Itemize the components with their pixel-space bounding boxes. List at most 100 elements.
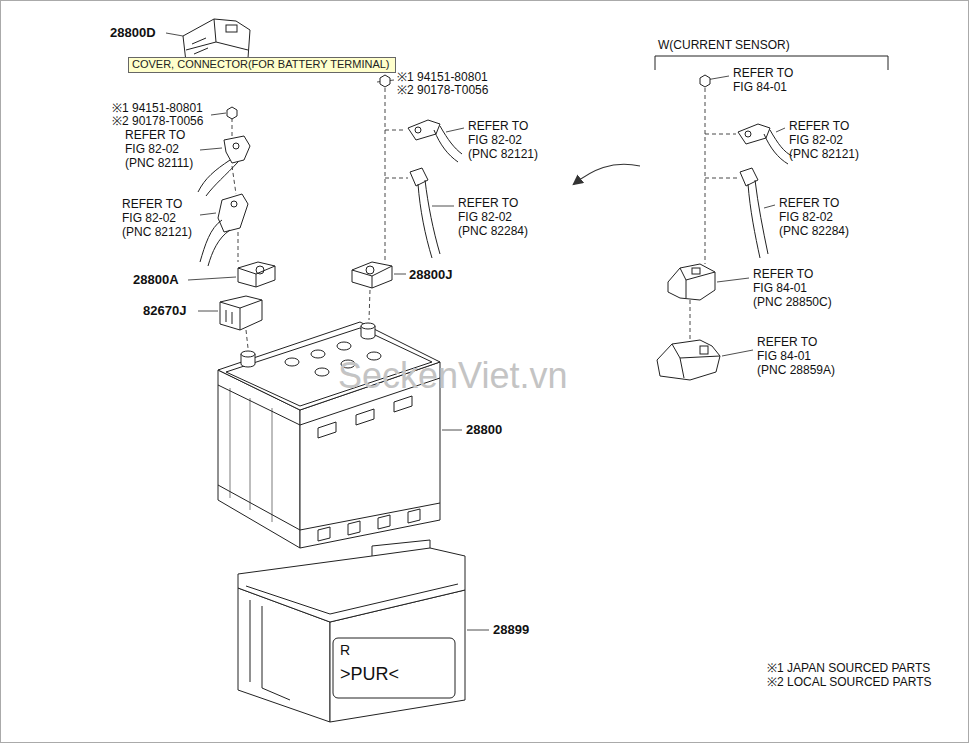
leader-line xyxy=(442,430,462,431)
cable-terminal xyxy=(233,143,239,149)
current-sensor xyxy=(680,268,715,298)
callout-text: REFER TO xyxy=(733,67,793,80)
tooltip-text: COVER, CONNECTOR(FOR BATTERY TERMINAL) xyxy=(132,58,392,70)
callout-text: (PNC 82121) xyxy=(122,226,192,239)
leader-line xyxy=(717,278,749,282)
callout-text: FIG 82-02 xyxy=(458,211,512,224)
note-text: ※1 JAPAN SOURCED PARTS xyxy=(767,662,930,675)
current-sensor xyxy=(692,268,700,274)
callout-text: (PNC 82121) xyxy=(468,148,538,161)
leader-line xyxy=(432,206,454,207)
callout-text: REFER TO xyxy=(757,336,817,349)
battery xyxy=(318,509,420,541)
battery xyxy=(318,396,412,438)
callout-text: FIG 82-02 xyxy=(789,134,843,147)
dashed-line xyxy=(232,88,738,348)
callout-text: (PNC 82111) xyxy=(125,157,193,170)
callout-text: (PNC 82284) xyxy=(458,225,528,238)
group-heading: W(CURRENT SENSOR) xyxy=(658,39,790,52)
terminal-clamp xyxy=(352,266,392,288)
callout-text: REFER TO xyxy=(753,268,813,281)
cable-terminal xyxy=(764,130,792,164)
leader-line xyxy=(722,350,753,356)
callout-text: FIG 82-02 xyxy=(122,212,176,225)
tooltip-box: COVER, CONNECTOR(FOR BATTERY TERMINAL) xyxy=(128,57,396,73)
part-number: 82670J xyxy=(143,304,186,318)
cable-terminal xyxy=(231,201,237,207)
cable-terminal xyxy=(198,120,792,266)
battery-tray xyxy=(333,638,455,698)
direction-arrow xyxy=(574,164,640,184)
callout-text: ※1 94151-80801 xyxy=(397,71,488,84)
dashed-line xyxy=(232,166,236,194)
callout-text: REFER TO xyxy=(122,198,182,211)
current-sensor xyxy=(668,264,715,300)
leader-line xyxy=(211,113,226,115)
battery xyxy=(230,388,272,522)
terminal-clamp xyxy=(352,262,392,288)
connector-cover xyxy=(192,38,208,54)
cable-terminal xyxy=(198,160,238,196)
terminal-clamp xyxy=(238,262,275,287)
dashed-line xyxy=(690,300,691,340)
terminal-clamp xyxy=(220,262,392,330)
callout-text: ※1 94151-80801 xyxy=(112,102,203,115)
cable-terminal xyxy=(434,126,462,162)
dashed-line xyxy=(246,330,248,348)
callout-text: REFER TO xyxy=(458,197,518,210)
cable-terminal xyxy=(418,180,440,258)
cable-terminal xyxy=(200,220,230,266)
battery-tray xyxy=(372,540,430,556)
battery xyxy=(241,351,255,357)
current-sensor xyxy=(657,264,720,380)
leader-line xyxy=(166,33,183,36)
callout-text: REFER TO xyxy=(779,197,839,210)
callout-text: (PNC 82284) xyxy=(779,225,849,238)
callout-text: REFER TO xyxy=(468,120,528,133)
tray-marking: >PUR< xyxy=(340,664,399,684)
cable-terminal xyxy=(224,136,250,163)
current-sensor xyxy=(700,346,708,354)
cable-terminal xyxy=(748,180,768,258)
battery xyxy=(285,358,299,366)
leader-line xyxy=(776,128,785,132)
callout-text: REFER TO xyxy=(789,120,849,133)
terminal-clamp xyxy=(220,300,262,330)
part-number: 28800A xyxy=(133,273,179,287)
dashed-line xyxy=(705,134,736,135)
nut xyxy=(380,75,390,87)
battery xyxy=(315,368,329,376)
battery xyxy=(311,350,325,358)
direction-arrow xyxy=(574,164,640,184)
nut xyxy=(227,107,237,119)
terminal-clamp xyxy=(220,296,262,330)
callout-text: FIG 82-02 xyxy=(468,134,522,147)
connector-cover xyxy=(226,25,237,32)
dashed-line xyxy=(705,178,738,179)
connector-cover xyxy=(186,19,248,50)
watermark: SeckenViet.vn xyxy=(338,356,567,396)
callout-text: (PNC 28859A) xyxy=(757,364,835,377)
dashed-line xyxy=(369,290,370,320)
callout-text: FIG 84-01 xyxy=(733,81,787,94)
leader-line xyxy=(200,148,222,150)
callout-text: ※2 90178-T0056 xyxy=(397,84,488,97)
callout-text: FIG 82-02 xyxy=(125,143,179,156)
part-number: 28800D xyxy=(110,26,156,40)
cable-terminal xyxy=(415,127,421,133)
nut xyxy=(700,75,710,87)
leader-line xyxy=(166,33,785,630)
dashed-line xyxy=(385,178,408,179)
terminal-clamp xyxy=(238,266,275,287)
callout-text: FIG 82-02 xyxy=(779,211,833,224)
callout-text: (PNC 28850C) xyxy=(753,296,832,309)
dashed-line xyxy=(238,232,239,262)
cable-terminal xyxy=(738,124,770,144)
battery-tray xyxy=(246,584,458,700)
leader-line xyxy=(394,274,406,275)
dashed-line xyxy=(232,118,233,138)
dashed-line xyxy=(385,130,406,131)
current-sensor xyxy=(657,340,720,380)
